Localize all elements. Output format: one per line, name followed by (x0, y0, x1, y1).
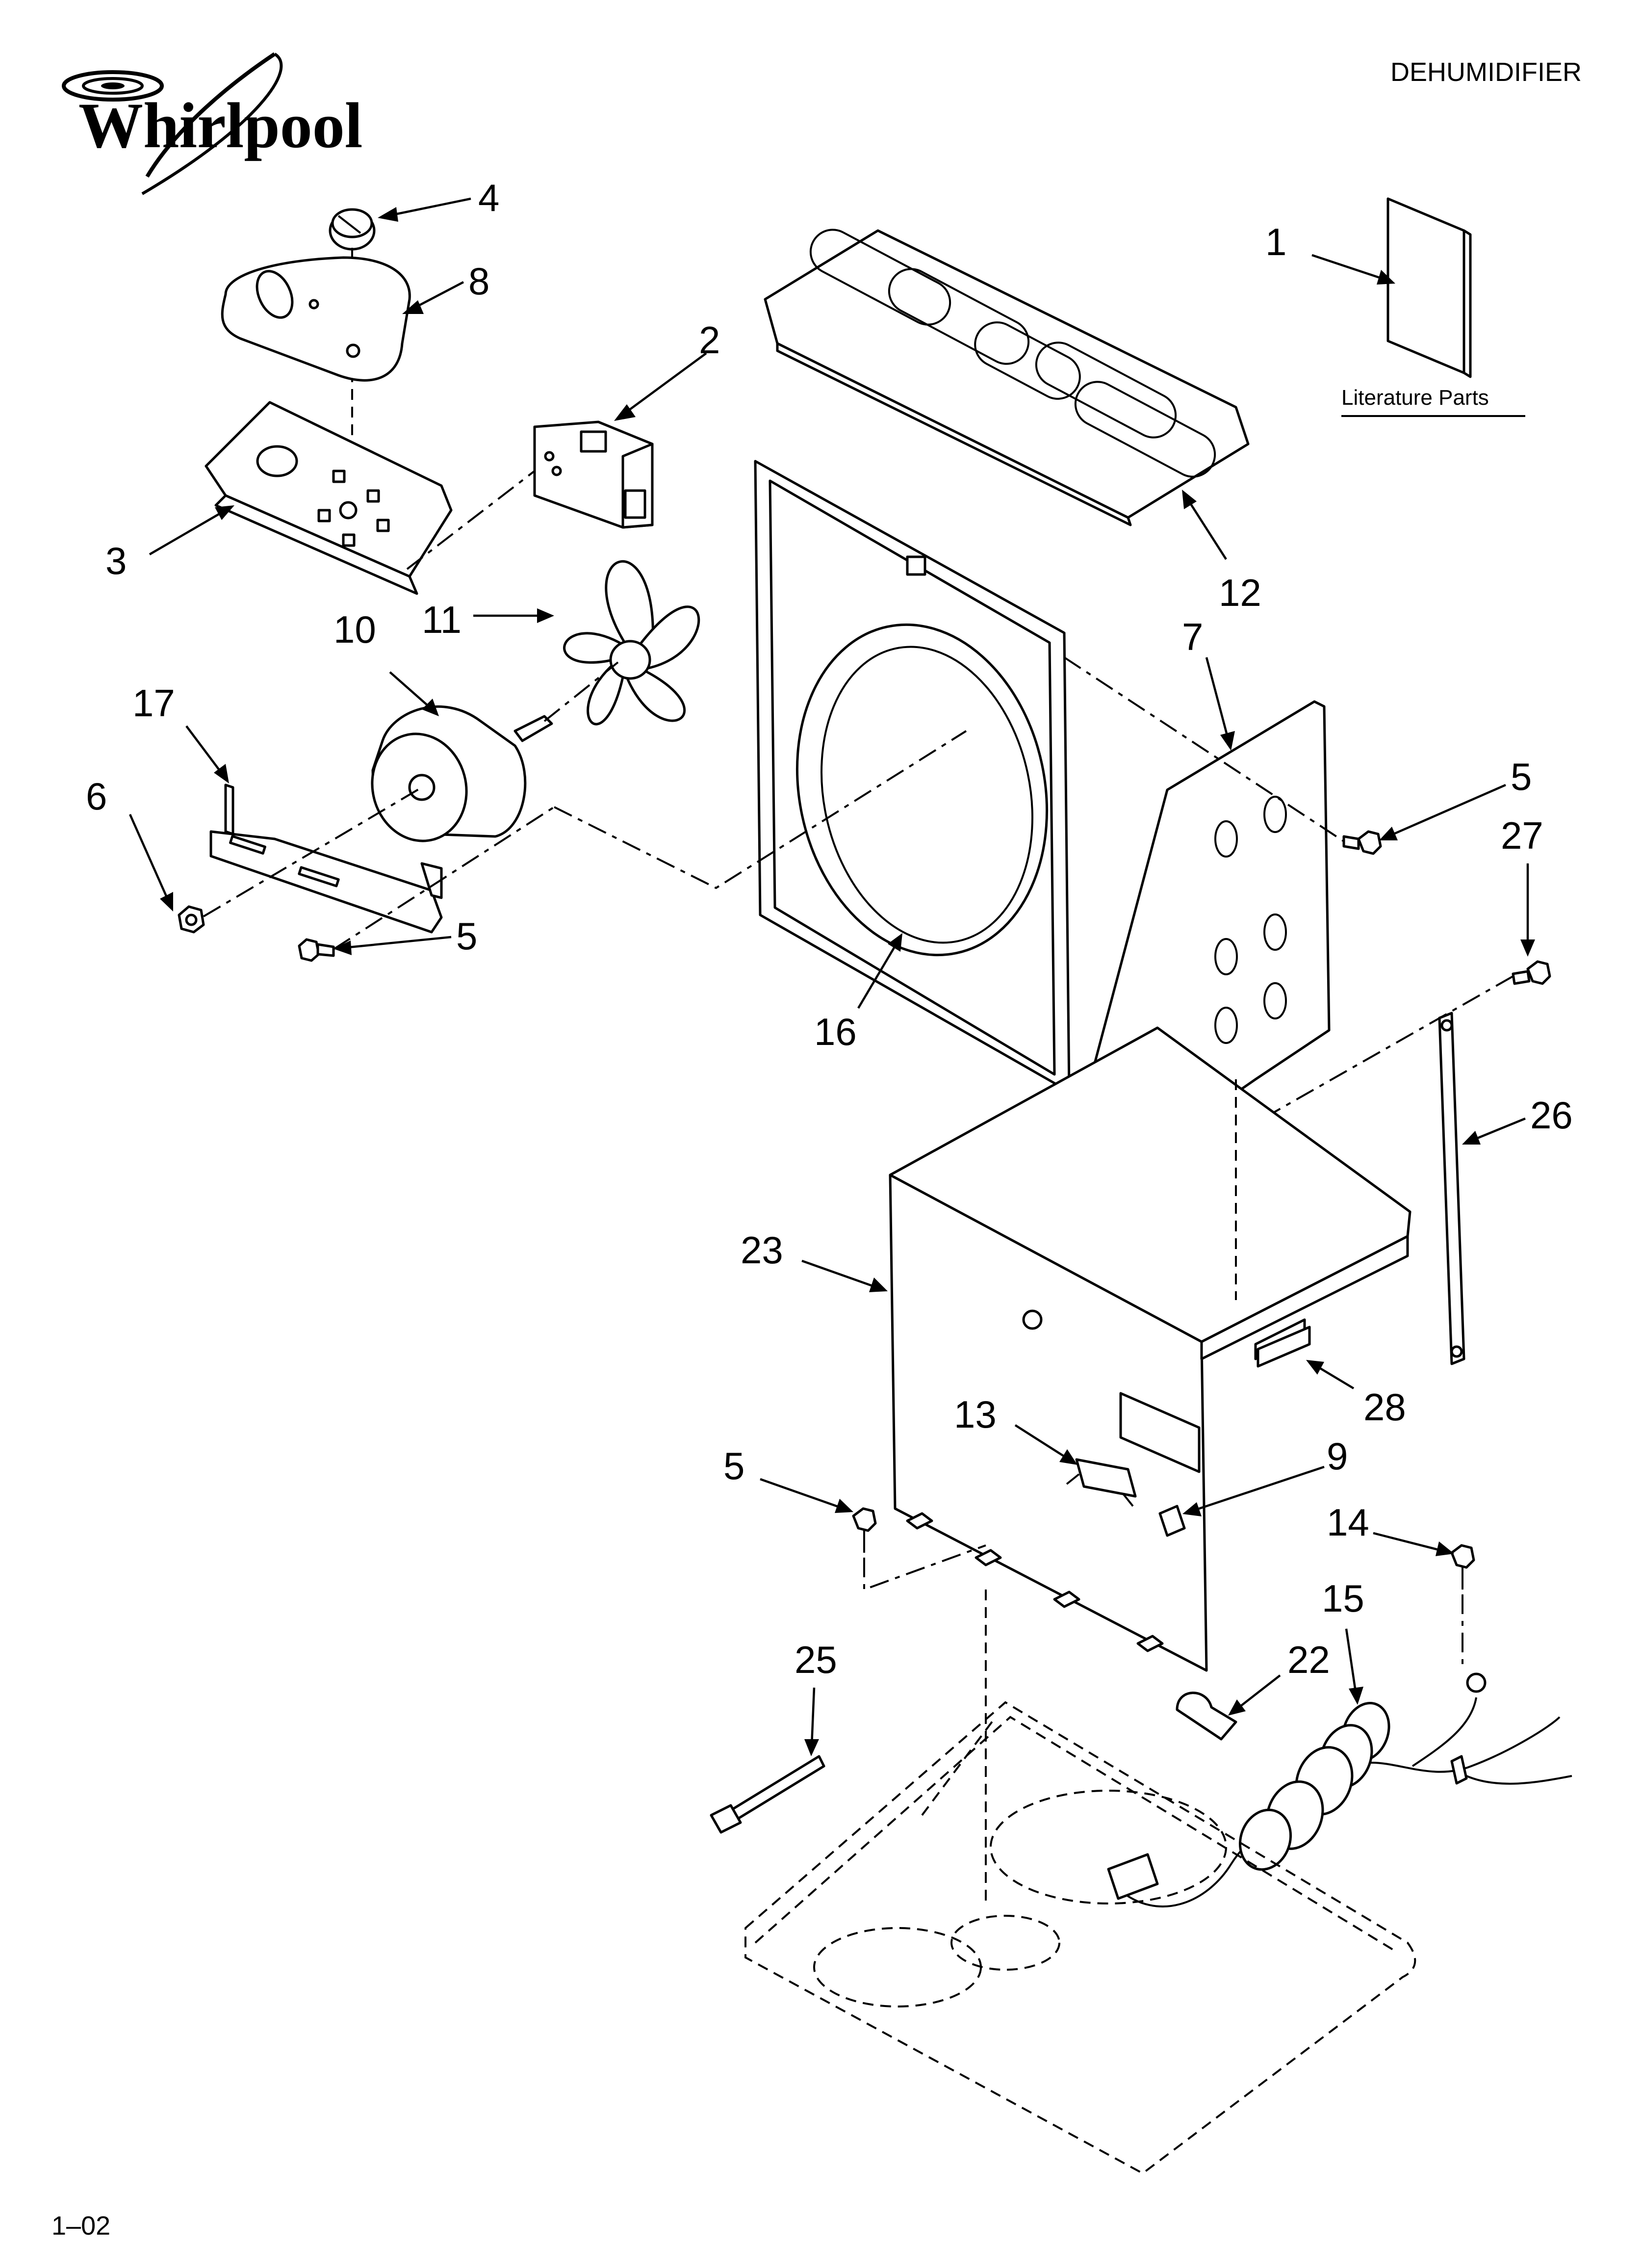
part-power-cord (1107, 1672, 1572, 1907)
callout-25: 25 (795, 1638, 837, 1681)
appliance-category: DEHUMIDIFIER (1390, 57, 1582, 87)
part-ground-screw (1450, 1544, 1475, 1668)
brand-wordmark: Whirlpool (78, 89, 362, 161)
part-screw-side-bracket (1245, 960, 1551, 1129)
part-control-overlay (221, 256, 411, 382)
part-base-pan (744, 1590, 1416, 2175)
part-fan-shroud (754, 460, 1071, 1093)
callout-8: 8 (468, 260, 489, 303)
callout-15: 15 (1322, 1577, 1364, 1620)
part-side-bracket (1438, 1012, 1465, 1365)
callout-26: 26 (1530, 1094, 1573, 1137)
callout-1: 1 (1265, 220, 1286, 263)
part-motor-bracket (209, 783, 443, 934)
part-control-panel (205, 401, 453, 595)
part-cable-tie (710, 1755, 825, 1834)
part-cord-clamp (1176, 1692, 1237, 1741)
part-screw-motor-bracket (298, 730, 967, 962)
callout-23: 23 (741, 1228, 783, 1272)
callout-17: 17 (132, 681, 175, 725)
part-fan-blade (543, 560, 700, 726)
callout-10: 10 (334, 608, 376, 651)
revision-code: 1–02 (51, 2211, 110, 2241)
literature-caption: Literature Parts (1341, 386, 1489, 410)
part-selector-switch (406, 420, 654, 570)
part-gasket-pad (1257, 1326, 1311, 1368)
part-screw-cabinet (852, 1507, 986, 1591)
callout-11: 11 (422, 598, 462, 641)
callout-5-motor: 5 (456, 914, 477, 958)
part-switch-clip (1158, 1505, 1186, 1537)
callout-5-lower: 5 (723, 1444, 744, 1487)
part-screw-coil-bracket (1063, 656, 1382, 855)
part-top-cover (764, 229, 1250, 526)
callout-5-upper: 5 (1511, 755, 1532, 798)
whirlpool-logo: Whirlpool (62, 52, 362, 195)
part-hex-nut (178, 786, 423, 934)
callout-2: 2 (699, 318, 720, 362)
callout-4: 4 (478, 176, 499, 219)
callout-3: 3 (105, 539, 127, 582)
part-cabinet (889, 1026, 1411, 1672)
callout-12: 12 (1219, 571, 1261, 614)
callout-7: 7 (1182, 615, 1203, 658)
callout-numbers: 4 8 2 1 3 12 10 11 7 17 5 6 27 5 16 26 2… (86, 176, 1573, 1681)
part-bucket-switch (1066, 1458, 1137, 1507)
part-literature-booklet (1386, 197, 1472, 378)
callout-28: 28 (1363, 1385, 1406, 1429)
callout-27: 27 (1501, 814, 1543, 857)
callout-16: 16 (814, 1010, 857, 1053)
callout-6: 6 (86, 775, 107, 818)
callout-9: 9 (1327, 1434, 1348, 1478)
part-fan-motor (371, 705, 553, 842)
callout-14: 14 (1327, 1501, 1369, 1544)
callout-leaders (128, 197, 1535, 1756)
callout-13: 13 (954, 1393, 997, 1436)
callout-22: 22 (1287, 1638, 1330, 1681)
